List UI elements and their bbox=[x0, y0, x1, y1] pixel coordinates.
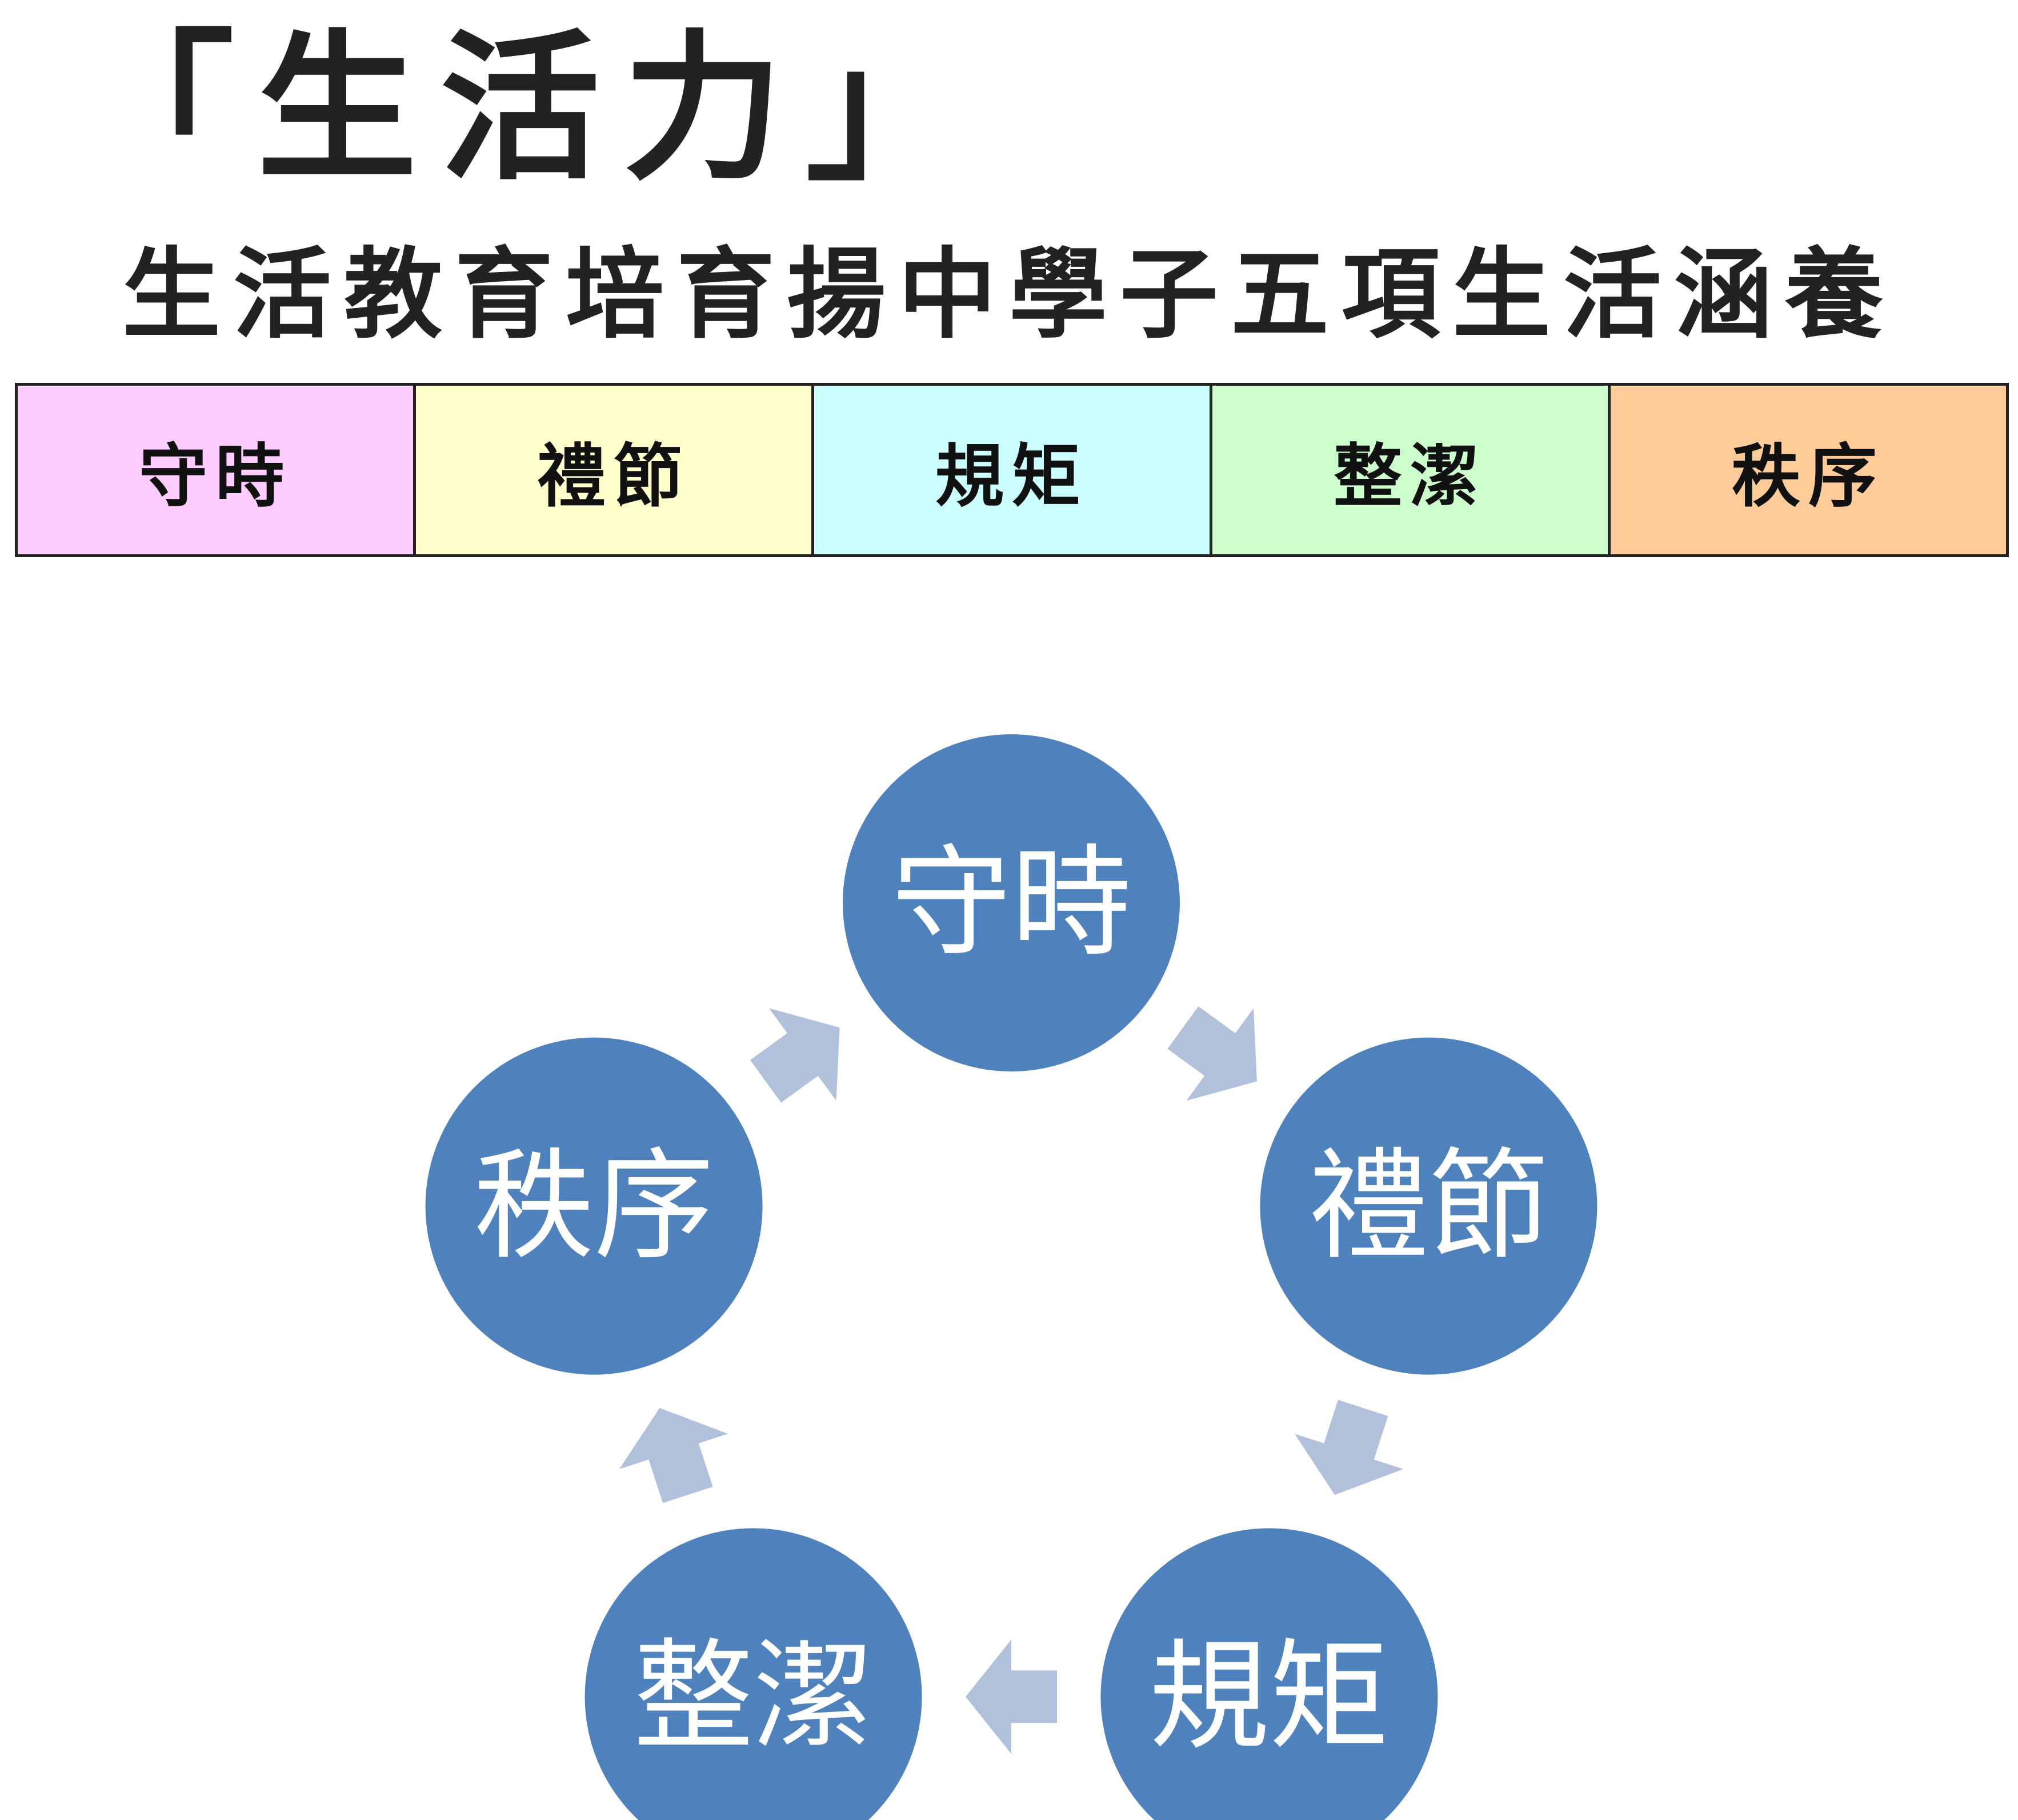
page-subtitle: 生活教育培育揚中學子五項生活涵養 bbox=[122, 236, 1896, 352]
node-circle bbox=[584, 1528, 922, 1820]
virtue-cell-punctuality: 守時 bbox=[18, 386, 416, 554]
node-label: 整潔 bbox=[634, 1627, 874, 1767]
cycle-node-rules: 規矩 bbox=[1100, 1528, 1438, 1820]
cycle-node-order: 秩序 bbox=[425, 1037, 763, 1375]
node-circle bbox=[1260, 1037, 1597, 1375]
cycle-arrows bbox=[619, 1006, 1403, 1754]
arrow-punctuality-to-etiquette bbox=[1167, 1006, 1257, 1101]
node-circle bbox=[1100, 1528, 1438, 1820]
cycle-node-cleanliness: 整潔 bbox=[584, 1528, 922, 1820]
arrow-etiquette-to-rules bbox=[1294, 1399, 1403, 1495]
cycle-node-punctuality: 守時 bbox=[843, 734, 1180, 1071]
virtue-cell-etiquette: 禮節 bbox=[416, 386, 814, 554]
node-label: 禮節 bbox=[1308, 1136, 1548, 1276]
virtue-cell-rules: 規矩 bbox=[814, 386, 1212, 554]
node-circle bbox=[843, 734, 1180, 1071]
node-label: 守時 bbox=[891, 833, 1131, 973]
virtue-cell-order: 秩序 bbox=[1611, 386, 2006, 554]
cycle-node-etiquette: 禮節 bbox=[1260, 1037, 1597, 1375]
arrow-rules-to-cleanliness bbox=[966, 1639, 1057, 1754]
virtue-cell-cleanliness: 整潔 bbox=[1212, 386, 1611, 554]
cycle-nodes: 守時 禮節 規矩 整潔 秩序 bbox=[425, 734, 1597, 1820]
arrow-order-to-punctuality bbox=[750, 1008, 840, 1103]
node-label: 規矩 bbox=[1149, 1627, 1389, 1767]
virtues-table: 守時 禮節 規矩 整潔 秩序 bbox=[15, 383, 2009, 557]
node-label: 秩序 bbox=[474, 1136, 714, 1276]
node-circle bbox=[425, 1037, 763, 1375]
page-title: 「生活力」 bbox=[74, 14, 988, 202]
arrow-cleanliness-to-order bbox=[619, 1407, 728, 1503]
